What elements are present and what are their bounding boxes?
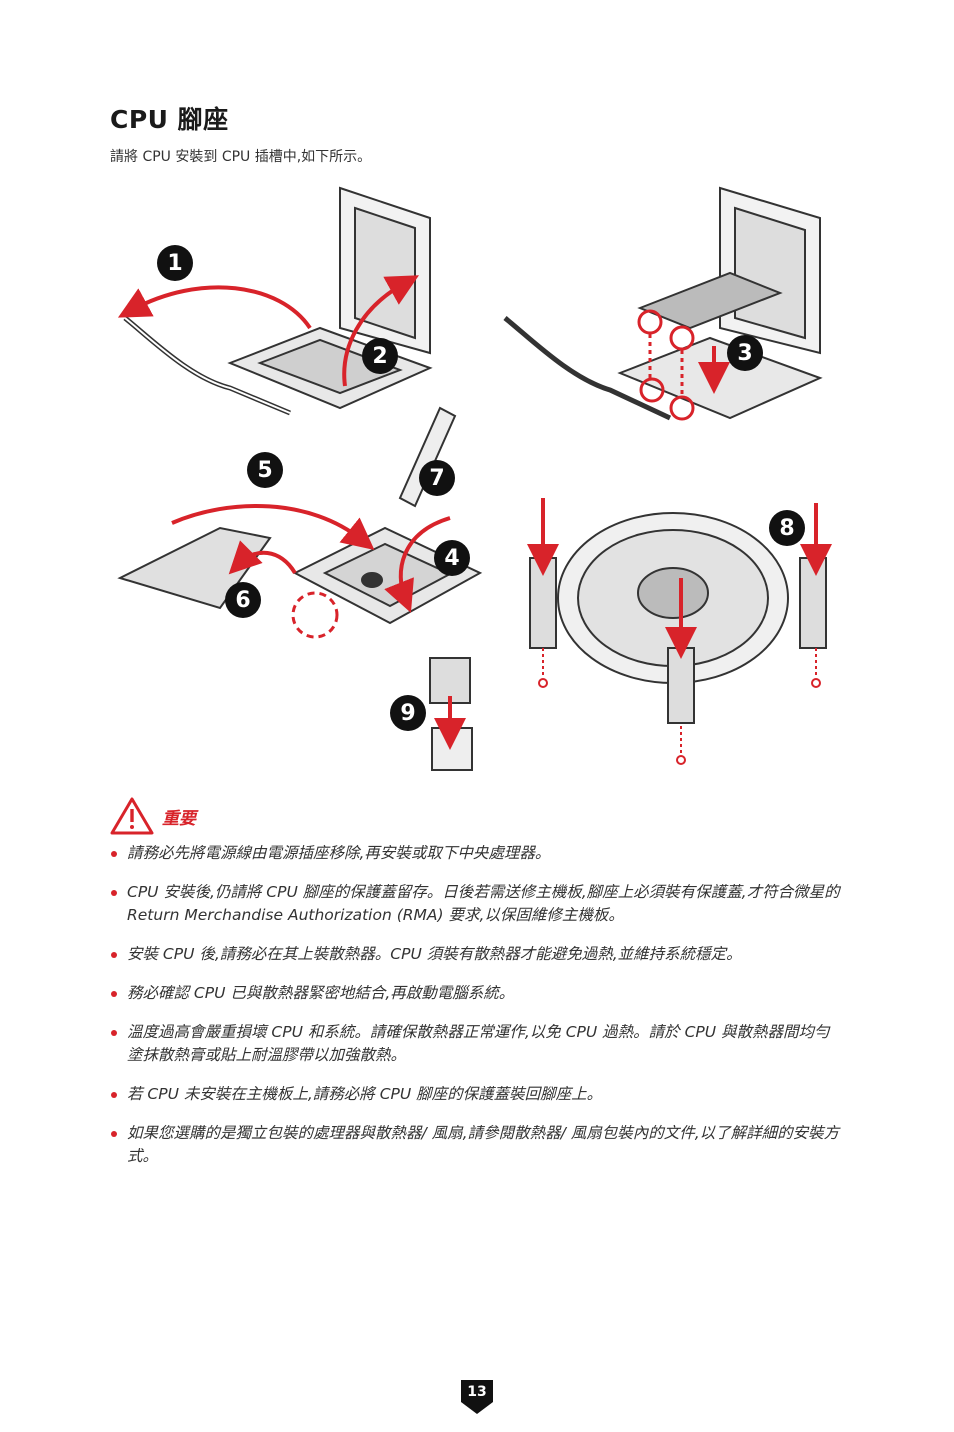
step-badge: 4 xyxy=(434,540,470,576)
svg-text:9: 9 xyxy=(400,701,415,726)
arrow-lever-close xyxy=(384,516,451,613)
note-item: 安裝 CPU 後,請務必在其上裝散熱器。CPU 須裝有散熱器才能避免過熱,並維持… xyxy=(110,943,845,966)
step-badge: 7 xyxy=(419,460,455,496)
note-item: 請務必先將電源線由電源插座移除,再安裝或取下中央處理器。 xyxy=(110,842,845,865)
page-number-badge: 13 xyxy=(457,1376,497,1416)
page-title: CPU 腳座 xyxy=(110,105,229,134)
svg-text:3: 3 xyxy=(737,341,752,366)
svg-text:7: 7 xyxy=(429,466,444,491)
note-item: 務必確認 CPU 已與散熱器緊密地結合,再啟動電腦系統。 xyxy=(110,982,845,1005)
important-notes: 請務必先將電源線由電源插座移除,再安裝或取下中央處理器。 CPU 安裝後,仍請將… xyxy=(110,842,845,1184)
svg-text:4: 4 xyxy=(444,546,459,571)
arrow-cap xyxy=(228,540,297,575)
note-item: 溫度過高會嚴重損壞 CPU 和系統。請確保散熱器正常運作,以免 CPU 過熱。請… xyxy=(110,1021,845,1067)
cap-highlight xyxy=(291,591,339,639)
step-badge: 1 xyxy=(157,245,193,281)
installation-figure: 1 2 3 4 5 6 7 8 9 xyxy=(110,178,850,778)
arrow-frame xyxy=(342,275,419,387)
note-item: 如果您選購的是獨立包裝的處理器與散熱器/ 風扇,請參閱散熱器/ 風扇包裝內的文件… xyxy=(110,1122,845,1168)
svg-text:2: 2 xyxy=(372,344,387,369)
svg-text:5: 5 xyxy=(257,458,272,483)
step-badge: 9 xyxy=(390,695,426,731)
svg-text:8: 8 xyxy=(779,516,794,541)
svg-text:6: 6 xyxy=(235,588,250,613)
step-badge: 5 xyxy=(247,452,283,488)
note-item: 若 CPU 未安裝在主機板上,請務必將 CPU 腳座的保護蓋裝回腳座上。 xyxy=(110,1083,845,1106)
step-badge: 6 xyxy=(225,582,261,618)
cooler-drawing xyxy=(529,512,827,724)
svg-text:1: 1 xyxy=(167,251,182,276)
page-number-shape xyxy=(461,1380,493,1414)
cooler-arrows xyxy=(527,498,832,765)
page-number: 13 xyxy=(467,1384,487,1400)
important-header: 重要 xyxy=(110,791,196,841)
intro-text: 請將 CPU 安裝到 CPU 插槽中,如下所示。 xyxy=(110,149,372,165)
installation-illustration: 1 2 3 4 5 6 7 8 9 xyxy=(117,186,832,771)
step-badge: 3 xyxy=(727,335,763,371)
arrow-lever xyxy=(117,285,312,330)
socket-open-drawing xyxy=(123,186,433,416)
note-item: CPU 安裝後,仍請將 CPU 腳座的保護蓋留存。日後若需送修主機板,腳座上必須… xyxy=(110,881,845,927)
arrow-cover xyxy=(171,504,375,551)
step-badge: 2 xyxy=(362,338,398,374)
paste-drawing xyxy=(117,406,483,625)
alignment-markers xyxy=(637,309,695,421)
important-label: 重要 xyxy=(162,808,196,829)
step-badge: 8 xyxy=(769,510,805,546)
cpu-insert-drawing xyxy=(503,186,823,421)
warning-icon xyxy=(110,797,154,835)
